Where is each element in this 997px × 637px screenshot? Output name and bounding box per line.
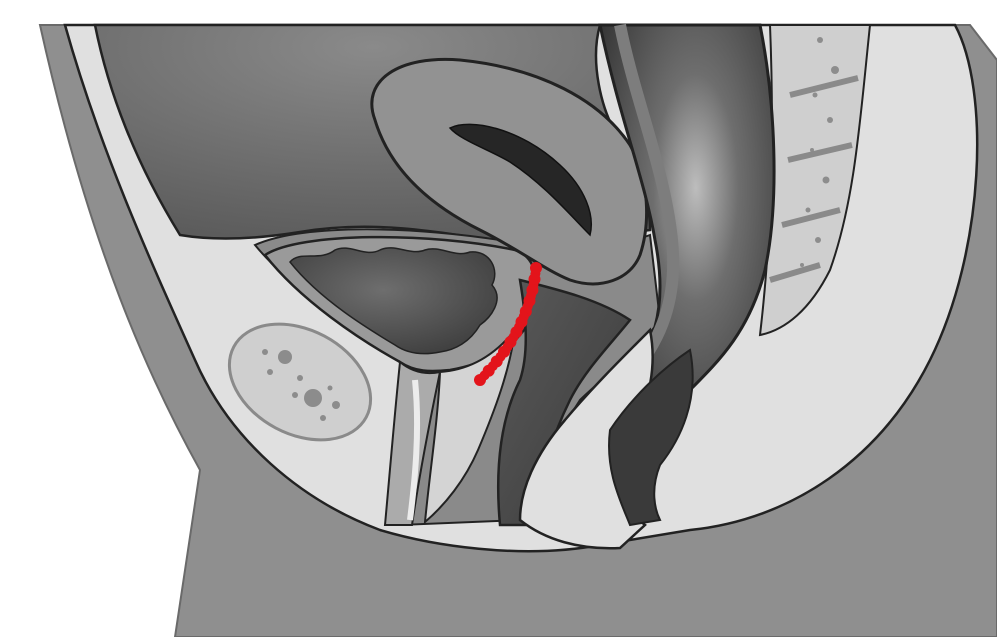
highlight-dot <box>474 374 486 386</box>
